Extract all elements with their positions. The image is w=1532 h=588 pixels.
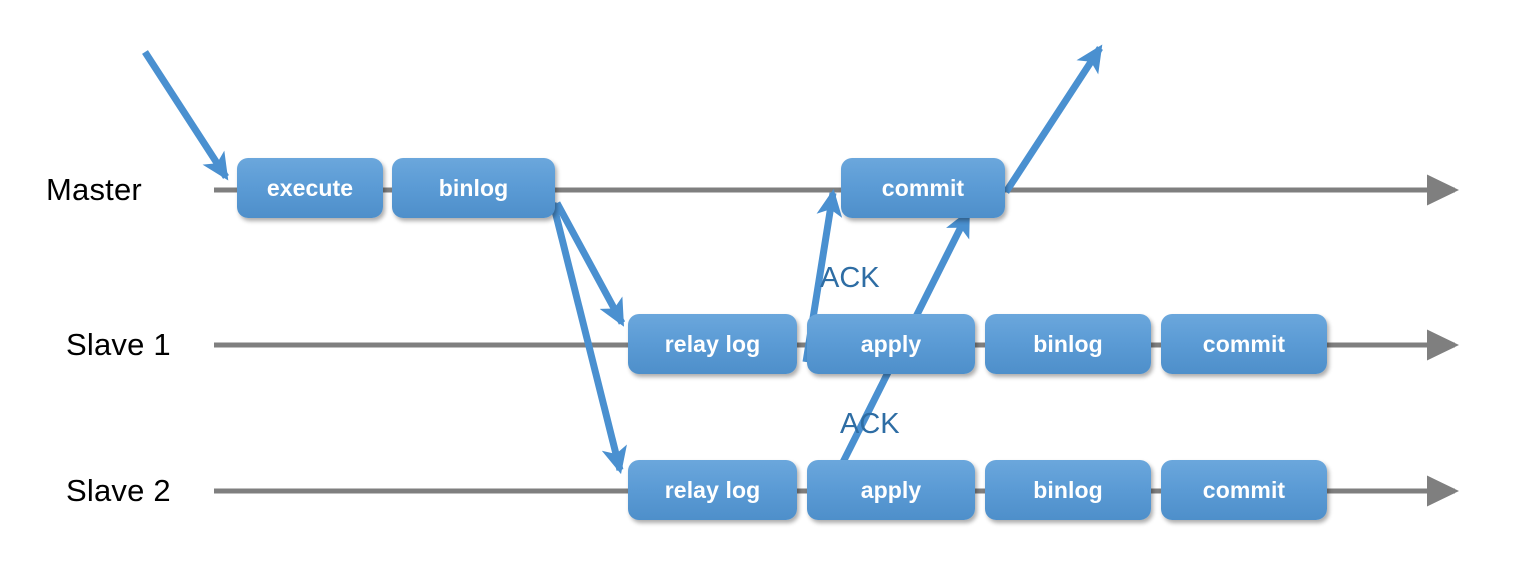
binlog-to-slave2-relay-arrow bbox=[549, 202, 627, 475]
ack-label-slave-1: ACK bbox=[820, 262, 880, 294]
ack-label-slave-2: ACK bbox=[840, 408, 900, 440]
client-response-arrow bbox=[1003, 44, 1103, 194]
row-label-slave-2: Slave 2 bbox=[66, 473, 171, 508]
binlog-to-slave1-relay-arrow bbox=[553, 201, 626, 327]
master-binlog-box[interactable]: binlog bbox=[392, 158, 555, 218]
client-request-arrow bbox=[142, 50, 229, 181]
master-commit-box[interactable]: commit bbox=[841, 158, 1005, 218]
slave-2-binlog-box[interactable]: binlog bbox=[985, 460, 1151, 520]
slave-2-relay-log-box[interactable]: relay log bbox=[628, 460, 797, 520]
slave-1-binlog-box[interactable]: binlog bbox=[985, 314, 1151, 374]
slave-1-relay-log-box[interactable]: relay log bbox=[628, 314, 797, 374]
slave-2-commit-box[interactable]: commit bbox=[1161, 460, 1327, 520]
slave-1-commit-box[interactable]: commit bbox=[1161, 314, 1327, 374]
row-label-slave-1: Slave 1 bbox=[66, 327, 171, 362]
slave-1-apply-box[interactable]: apply bbox=[807, 314, 975, 374]
row-label-master: Master bbox=[46, 172, 142, 207]
slave-2-apply-box[interactable]: apply bbox=[807, 460, 975, 520]
master-execute-box[interactable]: execute bbox=[237, 158, 383, 218]
